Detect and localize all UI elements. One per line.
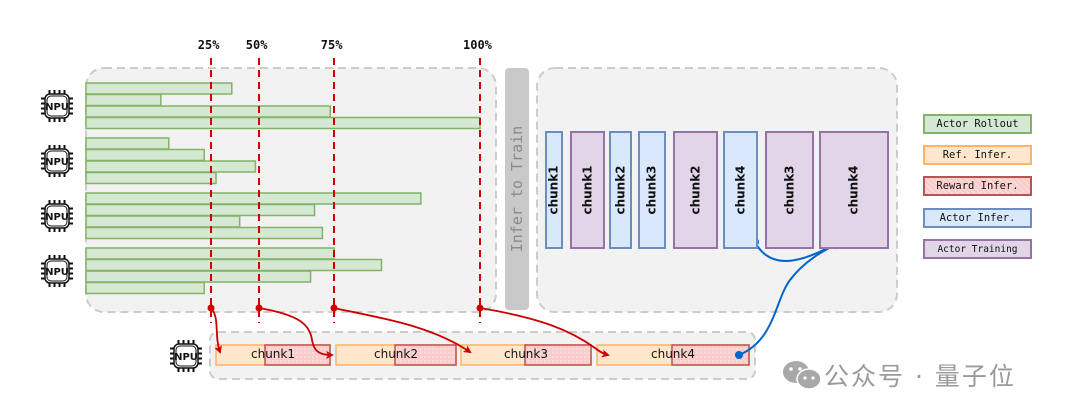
legend-label: Actor Training (937, 243, 1018, 255)
rollout-bar (85, 137, 170, 150)
percent-label: 75% (320, 38, 343, 52)
chunk-label: chunk3 (645, 165, 660, 215)
rollout-bar (85, 93, 162, 107)
legend-label: Reward Infer. (936, 180, 1019, 192)
legend-label: Ref. Infer. (942, 149, 1013, 161)
data-flow-arrow (258, 307, 334, 359)
infer-to-train-label: Infer to Train (508, 125, 526, 253)
chunk-label: chunk4 (846, 165, 861, 215)
rollout-bar (85, 105, 332, 118)
data-flow-arrow (479, 307, 610, 358)
rollout-bar (85, 148, 205, 162)
npu-label: NPU (45, 102, 69, 113)
actor-training-chunk: chunk2 (673, 131, 718, 249)
pipeline-chunk-label: chunk2 (374, 347, 418, 361)
npu-icons-group: NPU NPU NPU NPU NPU (41, 90, 202, 372)
actor-training-chunk: chunk4 (819, 131, 889, 249)
npu-chip-icon: NPU (41, 255, 73, 287)
rollout-bar (85, 215, 241, 228)
legend-label: Actor Infer. (939, 212, 1016, 224)
reward-infer-block (524, 344, 592, 366)
chunk-label: chunk2 (688, 165, 703, 215)
npu-label: NPU (45, 267, 69, 278)
pipeline-chunk-label: chunk4 (651, 347, 695, 361)
rollout-bar (85, 82, 233, 95)
rollout-bars-group (85, 82, 481, 295)
npu-chip-icon: NPU (41, 90, 73, 122)
watermark: 公众号 · 量子位 (782, 357, 1016, 393)
actor-training-chunk: chunk3 (765, 131, 814, 249)
rollout-bar (85, 203, 316, 217)
percent-label: 50% (245, 38, 268, 52)
percent-label: 25% (197, 38, 220, 52)
percent-label: 100% (463, 38, 492, 52)
npu-chip-icon: NPU (41, 145, 73, 177)
chunk-label: chunk4 (733, 165, 748, 215)
actor-infer-chunk: chunk4 (723, 131, 758, 249)
npu-label: NPU (174, 352, 198, 363)
data-flow-arrow (210, 307, 222, 354)
legend-actor-infer: Actor Infer. (923, 208, 1032, 228)
rollout-bar (85, 258, 383, 272)
chunk-label: chunk1 (547, 165, 562, 215)
rollout-bar (85, 116, 481, 130)
actor-infer-chunk: chunk2 (609, 131, 632, 249)
data-flow-arrow (333, 307, 472, 354)
actor-infer-chunk: chunk3 (638, 131, 666, 249)
gradient-flow-arrow (738, 240, 843, 356)
npu-chip-icon: NPU (41, 200, 73, 232)
actor-infer-chunk: chunk1 (545, 131, 563, 249)
legend-actor-training: Actor Training (923, 239, 1032, 259)
chunk-label: chunk3 (782, 165, 797, 215)
legend-actor-rollout: Actor Rollout (923, 114, 1032, 134)
infer-to-train-bar: Infer to Train (505, 68, 529, 310)
rollout-bar (85, 160, 257, 173)
reward-infer-block (671, 344, 750, 366)
legend-label: Actor Rollout (936, 118, 1019, 130)
npu-chip-icon: NPU (170, 340, 202, 372)
actor-training-chunk: chunk1 (570, 131, 605, 249)
watermark-text: 公众号 · 量子位 (824, 362, 1016, 391)
rollout-bar (85, 281, 205, 295)
reward-infer-block (394, 344, 457, 366)
pipeline-chunk-label: chunk3 (504, 347, 548, 361)
chunk-label: chunk2 (613, 165, 628, 215)
wechat-icon (783, 361, 822, 390)
chunk-label: chunk1 (580, 165, 595, 215)
rollout-bar (85, 171, 217, 185)
rollout-bar (85, 270, 312, 283)
pipeline-chunk-label: chunk1 (251, 347, 295, 361)
rollout-bar (85, 226, 324, 240)
npu-label: NPU (45, 212, 69, 223)
legend-ref-infer: Ref. Infer. (923, 145, 1032, 165)
legend-reward-infer: Reward Infer. (923, 176, 1032, 196)
npu-label: NPU (45, 157, 69, 168)
rollout-bar (85, 192, 422, 205)
pipeline-group (215, 344, 750, 366)
